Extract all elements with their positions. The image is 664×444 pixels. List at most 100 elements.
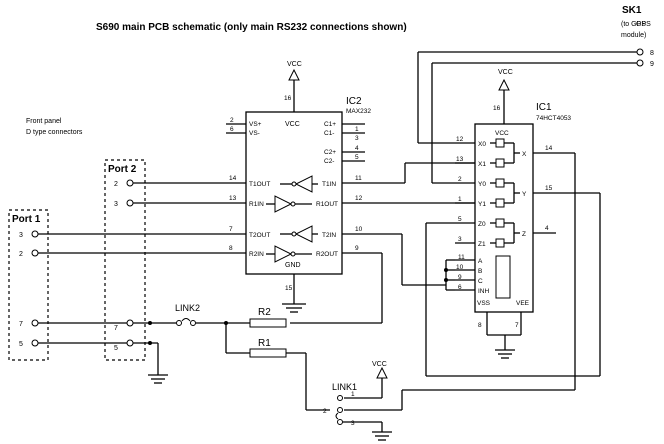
ic2-part: MAX232 xyxy=(346,108,371,115)
ic1-label-x1: X1 xyxy=(478,161,486,168)
ic1-pin-10: 10 xyxy=(456,264,464,271)
ic1-label-inh: INH xyxy=(478,288,490,295)
port2-pin-2: 2 xyxy=(114,181,118,188)
ic2-label-vsminus: VS- xyxy=(249,130,260,137)
link1-vcc: VCC xyxy=(372,361,387,368)
ic2-label-t1out: T1OUT xyxy=(249,181,270,188)
sk1-connector: 8 9 xyxy=(636,48,654,68)
port2-pin-3: 3 xyxy=(114,201,118,208)
wiring xyxy=(38,162,475,384)
ic1-label-x0: X0 xyxy=(478,141,486,148)
ic1-pin-13: 13 xyxy=(456,156,464,163)
ic2-label-r1in: R1IN xyxy=(249,201,264,208)
ic1-pin-1: 1 xyxy=(458,196,462,203)
port2-pin-7: 7 xyxy=(114,325,118,332)
sk1-note-line1: (to GPS xyxy=(621,21,646,28)
ic2-label-r2in: R2IN xyxy=(249,251,264,258)
ic2-label-t2out: T2OUT xyxy=(249,232,270,239)
sk1-pin-9: 9 xyxy=(650,61,654,68)
ic1-pin-11: 11 xyxy=(458,254,465,261)
sk1-pin-8: 8 xyxy=(650,50,654,57)
ic1-pin-5: 5 xyxy=(458,216,462,223)
link1-pin-3: 3 xyxy=(351,420,355,427)
sk1-note-line2: module) xyxy=(621,32,646,39)
ic1-label-x: X xyxy=(522,151,527,158)
ic1-switch-x xyxy=(490,138,520,168)
ic2-pin-12: 12 xyxy=(355,195,363,202)
ic2-vcc-label: VCC xyxy=(285,121,300,128)
port1-pin-2: 2 xyxy=(19,251,23,258)
link1-pin-2: 2 xyxy=(323,408,327,415)
ic1-pin-8: 8 xyxy=(478,322,482,329)
ic2-label-c2minus: C2- xyxy=(324,158,334,165)
ic2-pin-9: 9 xyxy=(355,245,359,252)
ic1-label-y0: Y0 xyxy=(478,181,486,188)
port2-connector: Port 2 2 3 7 5 xyxy=(104,159,146,361)
ic1-74hct4053: IC1 74HCT4053 VCC 16 VCC 12 13 2 1 5 3 X… xyxy=(444,69,600,359)
ic2-label-r2out: R2OUT xyxy=(316,251,338,258)
ic2-label-t2in: T2IN xyxy=(322,232,336,239)
ic2-pin-14: 14 xyxy=(229,175,237,182)
r1-resistor: R1 xyxy=(225,323,330,411)
link1-jumper: LINK1 VCC 1 2 3 xyxy=(323,361,392,441)
port1-pin-3: 3 xyxy=(19,232,23,239)
ic1-pin-4: 4 xyxy=(545,225,549,232)
ic1-label-c: C xyxy=(478,278,483,285)
ic1-pin-15: 15 xyxy=(545,185,553,192)
ic1-pin-12: 12 xyxy=(456,136,464,143)
ic2-pin-11: 11 xyxy=(355,175,362,182)
long-wiring xyxy=(344,51,637,411)
ic1-pin-7: 7 xyxy=(515,322,519,329)
sk1-label: SK1 xyxy=(622,5,642,16)
sk1-note-gps: GPS xyxy=(636,21,651,28)
ic1-pin-2: 2 xyxy=(458,176,462,183)
ic1-label-a: A xyxy=(478,258,483,265)
ic2-pin-7: 7 xyxy=(229,226,233,233)
ic2-pin-5: 5 xyxy=(355,154,359,161)
ic1-label-z: Z xyxy=(522,231,526,238)
ic2-top-vcc: VCC xyxy=(287,61,302,68)
front-panel-line2: D type connectors xyxy=(26,129,83,136)
ic1-top-vcc: VCC xyxy=(498,69,513,76)
ic2-pin-4: 4 xyxy=(355,145,359,152)
schematic-title: S690 main PCB schematic (only main RS232… xyxy=(96,22,407,33)
ic2-label-c1plus: C1+ xyxy=(324,121,336,128)
port1-label: Port 1 xyxy=(12,214,41,225)
r2-label: R2 xyxy=(258,307,271,318)
ic1-pin-9: 9 xyxy=(458,274,462,281)
ic2-pin-10: 10 xyxy=(355,226,363,233)
port2-label: Port 2 xyxy=(108,164,137,175)
ic2-name: IC2 xyxy=(346,96,362,107)
ic2-driver-1 xyxy=(280,175,318,193)
port1-pin-7: 7 xyxy=(19,321,23,328)
ic2-pin-1: 1 xyxy=(355,126,359,133)
ic1-label-vee: VEE xyxy=(516,300,530,307)
front-panel-line1: Front panel xyxy=(26,118,62,125)
ic1-label-b: B xyxy=(478,268,482,275)
ic1-label-z1: Z1 xyxy=(478,241,486,248)
ic2-receiver-1 xyxy=(266,195,312,213)
port1-connector: Port 1 3 2 7 5 xyxy=(8,209,49,361)
link2-jumper: LINK2 xyxy=(175,303,250,326)
ic1-pin-14: 14 xyxy=(545,145,553,152)
ic1-label-y1: Y1 xyxy=(478,201,486,208)
ic2-vcc-pin: 16 xyxy=(284,95,292,102)
link1-pin-1: 1 xyxy=(351,391,355,398)
port2-pin-5: 5 xyxy=(114,345,118,352)
ic2-label-c2plus: C2+ xyxy=(324,149,336,156)
ic1-label-vss: VSS xyxy=(477,300,491,307)
ic1-label-y: Y xyxy=(522,191,527,198)
ic2-pin-6: 6 xyxy=(230,126,234,133)
ic2-max232: IC2 MAX232 VCC 16 GND 15 VCC 2 6 VS+ VS-… xyxy=(226,61,371,313)
ic2-receiver-2 xyxy=(266,245,312,263)
r1-label: R1 xyxy=(258,338,271,349)
link2-label: LINK2 xyxy=(175,303,200,313)
ic1-pin-3: 3 xyxy=(458,236,462,243)
r2-resistor: R2 xyxy=(249,307,287,328)
ic2-gnd-label: GND xyxy=(285,262,301,269)
ic1-name: IC1 xyxy=(536,102,552,113)
port1-pin-5: 5 xyxy=(19,341,23,348)
ic2-pin-13: 13 xyxy=(229,195,237,202)
ic2-label-r1out: R1OUT xyxy=(316,201,338,208)
ic2-label-c1minus: C1- xyxy=(324,130,334,137)
